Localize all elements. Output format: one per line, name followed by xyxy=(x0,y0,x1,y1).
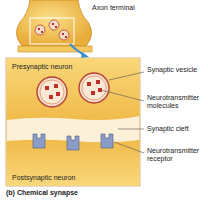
presynaptic-region: Presynaptic neuron xyxy=(8,60,136,114)
region-label: Presynaptic neuron xyxy=(12,63,132,71)
zoom-panel xyxy=(6,58,140,186)
postsynaptic-region: Postsynaptic neuron xyxy=(8,150,136,185)
axon-terminal xyxy=(16,0,91,46)
part-label: Synaptic vesicle xyxy=(147,66,205,74)
part-label: Synaptic cleft xyxy=(147,125,205,133)
figure-caption: (b) Chemical synapse xyxy=(6,189,78,197)
part-label: Neurotransmitter receptor xyxy=(147,147,205,163)
presynaptic-membrane xyxy=(6,58,139,120)
receptors xyxy=(33,134,113,150)
leader-lines xyxy=(101,72,144,153)
part-label: Axon terminal xyxy=(92,4,162,12)
postsynaptic-strip xyxy=(18,46,92,52)
region-label: Postsynaptic neuron xyxy=(12,174,132,182)
small-vesicles xyxy=(35,20,69,40)
zoom-arrowhead xyxy=(81,52,89,58)
part-label: Neurotransmitter molecules xyxy=(147,94,205,110)
zoom-box xyxy=(30,18,74,44)
synaptic-vesicles xyxy=(37,73,109,107)
